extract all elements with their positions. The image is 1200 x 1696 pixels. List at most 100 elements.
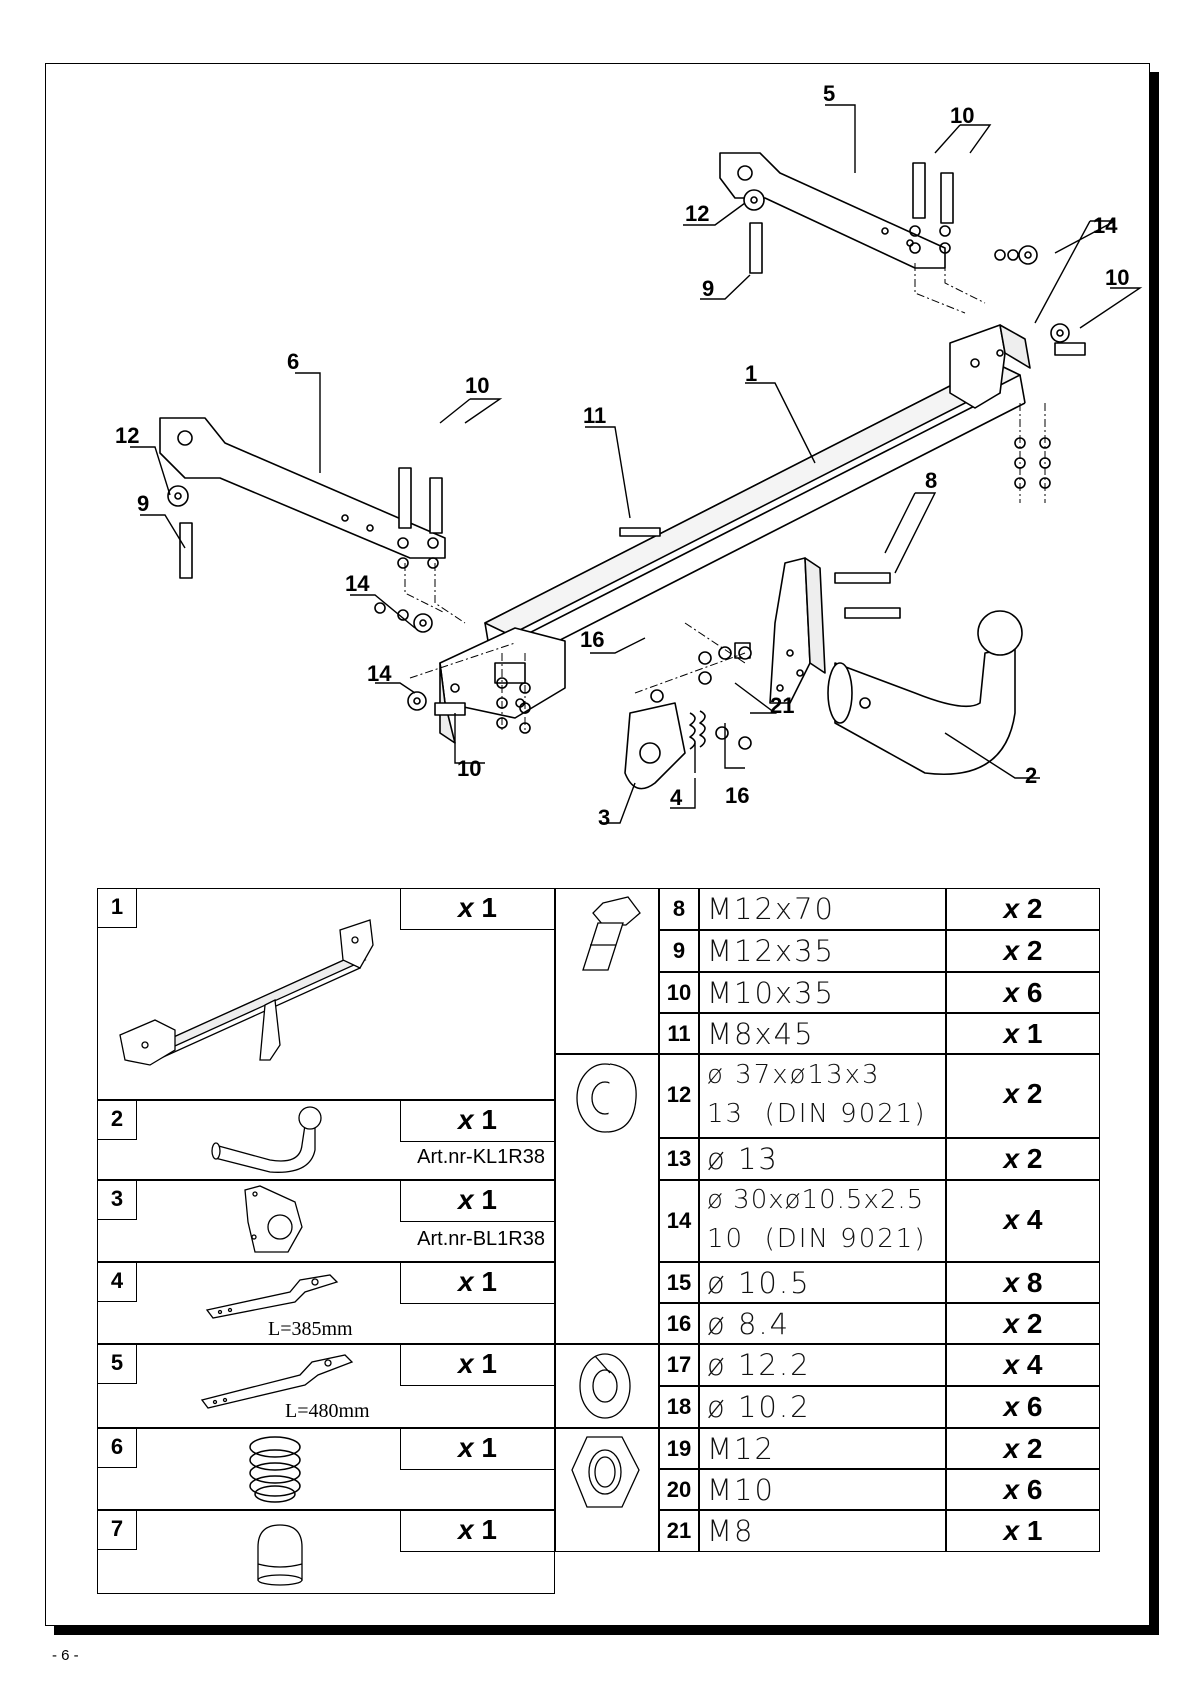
part-18-row: [659, 1386, 699, 1428]
part-21-num: 21: [666, 1518, 692, 1543]
part-1-num-cell: [97, 888, 137, 928]
part-6-qty-cell: [400, 1428, 555, 1470]
part-14-qty-cell: [946, 1180, 1100, 1262]
part-17-num: 17: [666, 1352, 692, 1377]
exploded-assembly-diagram: 5 10 12 9 14 10 6 1 10 12 11 8 9 14 16 1…: [115, 81, 1143, 830]
part-16-qty-cell: [946, 1303, 1100, 1344]
part-4-strap-icon: [205, 1274, 339, 1319]
part-21-qty-cell: [946, 1510, 1100, 1552]
callout-12a: 12: [685, 201, 709, 226]
bolts-group: [179, 162, 1086, 716]
leader-lines: [130, 104, 1143, 824]
part-9-spec: M12x35: [707, 934, 835, 968]
part-17-spec-cell: [699, 1344, 946, 1386]
part-10-num: 10: [666, 980, 692, 1005]
part-14-spec: ø 30xø10.5x2.5: [707, 1185, 925, 1215]
part-11-qty-cell: [946, 1013, 1100, 1054]
part-12-spec-din: 13 (DIN 9021): [707, 1099, 927, 1129]
part-21-spec: M8: [707, 1514, 755, 1548]
part-9-num: 9: [672, 938, 686, 963]
part-19-qty: x 2: [1003, 1433, 1043, 1464]
part-5-length: L=480mm: [285, 1400, 370, 1422]
part-13-num: 13: [666, 1146, 692, 1171]
part-17-spec: ø 12.2: [707, 1348, 811, 1382]
callout-1: 1: [745, 361, 757, 386]
part-13-row: [659, 1138, 699, 1180]
part-9-qty: x 2: [1003, 935, 1043, 966]
part-3-qty: x 1: [458, 1184, 497, 1215]
callout-3: 3: [598, 805, 610, 830]
part-1-qty-cell: [400, 888, 555, 930]
part-4-num-cell: [97, 1262, 137, 1302]
part-2-num: 2: [110, 1106, 124, 1131]
towball-part-2: [827, 610, 1023, 775]
part-16-spec: ø 8.4: [707, 1307, 791, 1341]
part-21-qty: x 1: [1003, 1515, 1043, 1546]
part-5-num: 5: [110, 1350, 124, 1375]
bolt-icon: [582, 896, 641, 971]
part-17-qty-cell: [946, 1344, 1100, 1386]
part-14-num: 14: [666, 1208, 692, 1233]
part-16-spec-cell: [699, 1303, 946, 1344]
part-18-spec: ø 10.2: [707, 1390, 811, 1424]
part-15-row: [659, 1262, 699, 1303]
part-12-num: 12: [666, 1082, 692, 1107]
part-6-num-cell: [97, 1428, 137, 1468]
part-10-qty-cell: [946, 972, 1100, 1013]
part-20-spec-cell: [699, 1469, 946, 1510]
part-15-qty: x 8: [1003, 1267, 1043, 1298]
part-3-num: 3: [110, 1186, 124, 1211]
part-11-row: [659, 1013, 699, 1054]
part-9-spec-cell: [699, 930, 946, 972]
part-5-qty-cell: [400, 1344, 555, 1386]
part-12-spec-cell: [699, 1054, 946, 1138]
part-8-num: 8: [672, 896, 686, 921]
part-2-towball-icon: [211, 1106, 322, 1173]
part-2-num-cell: [97, 1100, 137, 1140]
part-19-spec-cell: [699, 1428, 946, 1469]
callout-21: 21: [770, 693, 794, 718]
page-number: - 6 -: [52, 1647, 79, 1664]
part-13-spec: ø 13: [707, 1142, 779, 1176]
part-18-num: 18: [666, 1394, 692, 1419]
part-10-spec-cell: [699, 972, 946, 1013]
callout-2: 2: [1025, 763, 1037, 788]
part-16-num: 16: [666, 1311, 692, 1336]
part-15-num: 15: [666, 1270, 692, 1295]
part-6-num: 6: [110, 1434, 124, 1459]
strap-part-5: [159, 417, 446, 559]
part-7-num: 7: [110, 1516, 124, 1541]
part-19-spec: M12: [707, 1432, 775, 1466]
spring-washer-icon: [579, 1353, 631, 1419]
part-5-num-cell: [97, 1344, 137, 1384]
part-2-qty: x 1: [458, 1104, 497, 1135]
part-6-spring-icon: [249, 1436, 301, 1503]
callout-5: 6: [287, 349, 299, 374]
part-13-spec-cell: [699, 1138, 946, 1180]
assembly-lines: [404, 263, 1046, 733]
part-17-qty: x 4: [1003, 1349, 1043, 1380]
part-18-qty: x 6: [1003, 1391, 1043, 1422]
part-9-qty-cell: [946, 930, 1100, 972]
callout-14a: 14: [1093, 213, 1118, 238]
part-14-qty: x 4: [1003, 1204, 1043, 1235]
part-4-length: L=385mm: [268, 1318, 353, 1340]
part-7-qty-cell: [400, 1510, 555, 1552]
part-3-num-cell: [97, 1180, 137, 1220]
callout-9a: 9: [702, 276, 714, 301]
nut-icon: [571, 1436, 640, 1508]
part-1-qty: x 1: [458, 892, 497, 923]
spring-part-6: [689, 710, 706, 750]
part-12-qty-cell: [946, 1054, 1100, 1138]
part-8-spec: M12x70: [707, 892, 835, 926]
callout-labels: 5 10 12 9 14 10 6 1 10 12 11 8 9 14 16 1…: [115, 81, 1129, 830]
callout-10b: 10: [1105, 265, 1129, 290]
part-16-row: [659, 1303, 699, 1344]
part-13-qty-cell: [946, 1138, 1100, 1180]
callout-12b: 12: [115, 423, 139, 448]
part-14-spec-cell: [699, 1180, 946, 1262]
part-5-qty: x 1: [458, 1348, 497, 1379]
callout-4: 5: [823, 81, 835, 106]
part-1-num: 1: [110, 894, 124, 919]
part-5-strap-icon: [200, 1354, 354, 1409]
